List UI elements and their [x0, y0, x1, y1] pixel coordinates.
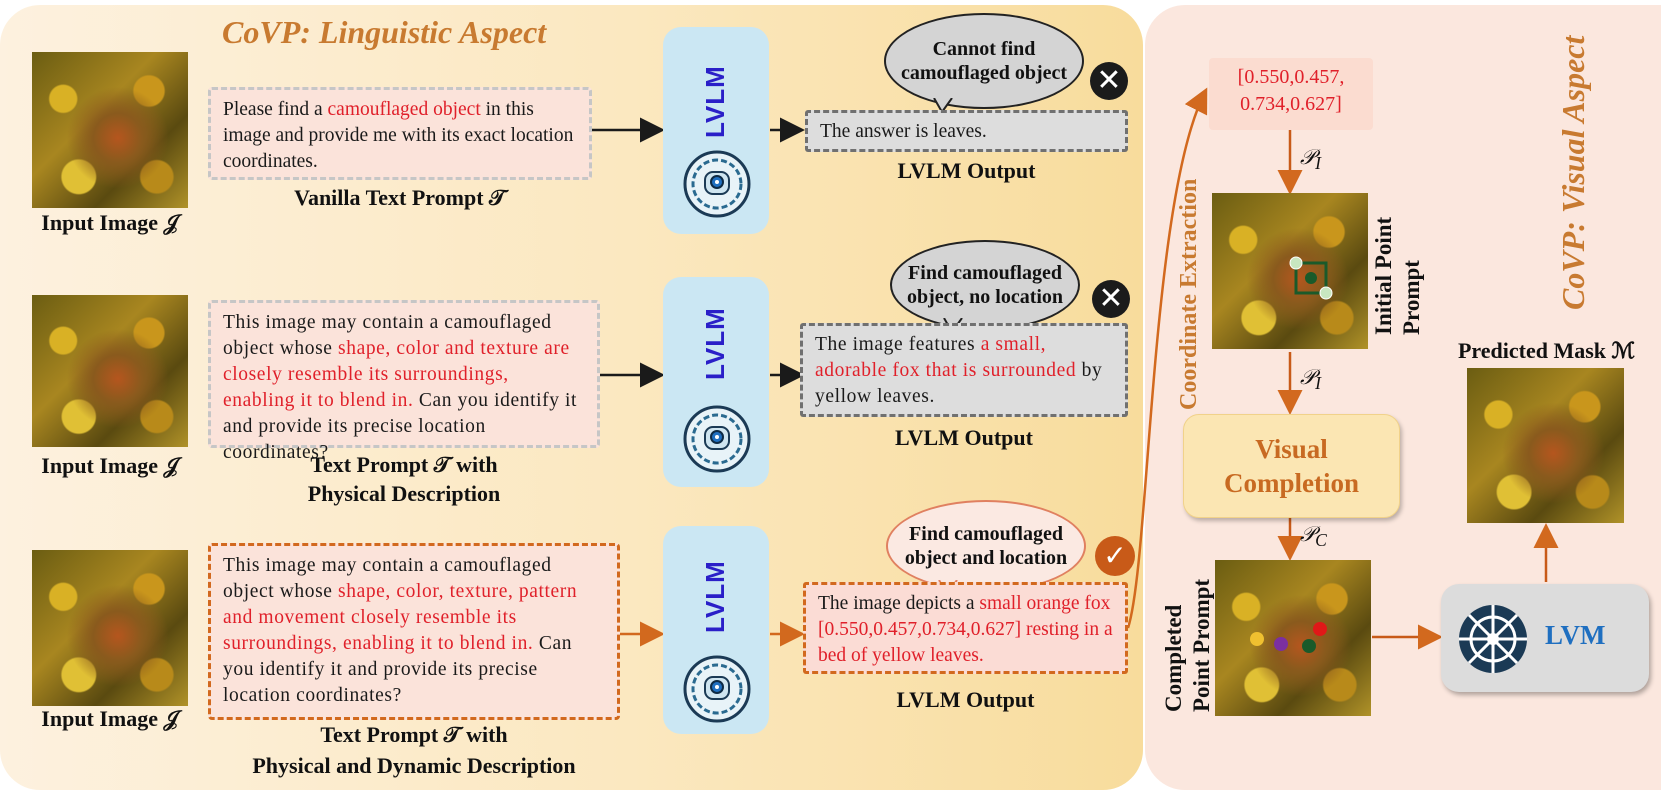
- lvlm-output-2: The image features a small, adorable fox…: [800, 323, 1128, 417]
- physical-prompt-label-1: Text Prompt 𝒯 with: [310, 452, 498, 477]
- input-image-3: [32, 550, 188, 706]
- initial-point-image: [1212, 193, 1368, 349]
- lvlm-output-label-3: LVLM Output: [896, 687, 1035, 712]
- initial-point-markers: [1289, 256, 1333, 300]
- coordinate-extraction-label: Coordinate Extraction: [1176, 178, 1202, 410]
- completed-point-image: [1215, 560, 1371, 716]
- bubble-3: Find camouflaged object and location: [886, 500, 1086, 592]
- input-image-label-1: Input Image 𝒥: [41, 210, 179, 235]
- physical-prompt-box: This image may contain a camouflaged obj…: [208, 300, 600, 463]
- visual-completion-line-1: Visual: [1255, 434, 1328, 464]
- predicted-mask-image: [1467, 368, 1624, 523]
- robot-icon: [683, 150, 751, 218]
- lvlm-output-3: The image depicts a small orange fox [0.…: [803, 582, 1128, 674]
- lvm-label: LVM: [1545, 620, 1606, 650]
- lvlm-output-label-1: LVLM Output: [897, 158, 1036, 183]
- success-icon: ✓: [1095, 536, 1135, 576]
- input-image-label-3: Input Image 𝒥: [41, 706, 179, 731]
- vanilla-prompt-label: Vanilla Text Prompt 𝒯: [294, 185, 506, 210]
- lvlm-output-1: The answer is leaves.: [805, 110, 1128, 152]
- input-image-1: [32, 52, 188, 208]
- lvlm-label-1: LVLM: [700, 65, 730, 138]
- lvlm-label-3: LVLM: [700, 560, 730, 633]
- coords-line-1: [0.550,0.457,: [1237, 66, 1345, 88]
- linguistic-title: CoVP: Linguistic Aspect: [222, 14, 547, 50]
- p-c-label: 𝒫C: [1300, 522, 1327, 551]
- fail-icon-1: ✕: [1090, 62, 1128, 100]
- input-image-label-2: Input Image 𝒥: [41, 453, 179, 478]
- coords-line-2: 0.734,0.627]: [1240, 93, 1342, 115]
- dynamic-prompt-label-2: Physical and Dynamic Description: [252, 753, 576, 778]
- completed-point-markers: [1250, 622, 1327, 653]
- bubble-1: Cannot find camouflaged object: [884, 13, 1084, 109]
- p-i-label-2: 𝒫I: [1300, 365, 1321, 394]
- robot-icon: [683, 655, 751, 723]
- dynamic-prompt-label-1: Text Prompt 𝒯 with: [320, 722, 508, 747]
- lvlm-output-label-2: LVLM Output: [895, 425, 1033, 450]
- vanilla-prompt-box: Please find a camouflaged object in this…: [208, 87, 592, 180]
- lvlm-label-2: LVLM: [700, 307, 730, 380]
- bubble-2: Find camouflaged object, no location: [890, 240, 1080, 330]
- visual-completion-box: Visual Completion: [1183, 414, 1400, 518]
- predicted-mask-label: Predicted Mask ℳ: [1457, 338, 1636, 363]
- visual-completion-line-2: Completion: [1224, 468, 1359, 498]
- coordinate-box: [0.550,0.457, 0.734,0.627]: [1209, 58, 1373, 130]
- dynamic-prompt-box: This image may contain a camouflaged obj…: [208, 543, 620, 720]
- arrow-coord-extraction: [1126, 87, 1208, 629]
- physical-prompt-label-2: Physical Description: [307, 481, 501, 506]
- lvm-icon: [1459, 605, 1527, 673]
- robot-icon: [683, 405, 751, 473]
- p-i-label-1: 𝒫I: [1300, 145, 1321, 174]
- fail-icon-2: ✕: [1092, 280, 1130, 318]
- input-image-2: [32, 295, 188, 447]
